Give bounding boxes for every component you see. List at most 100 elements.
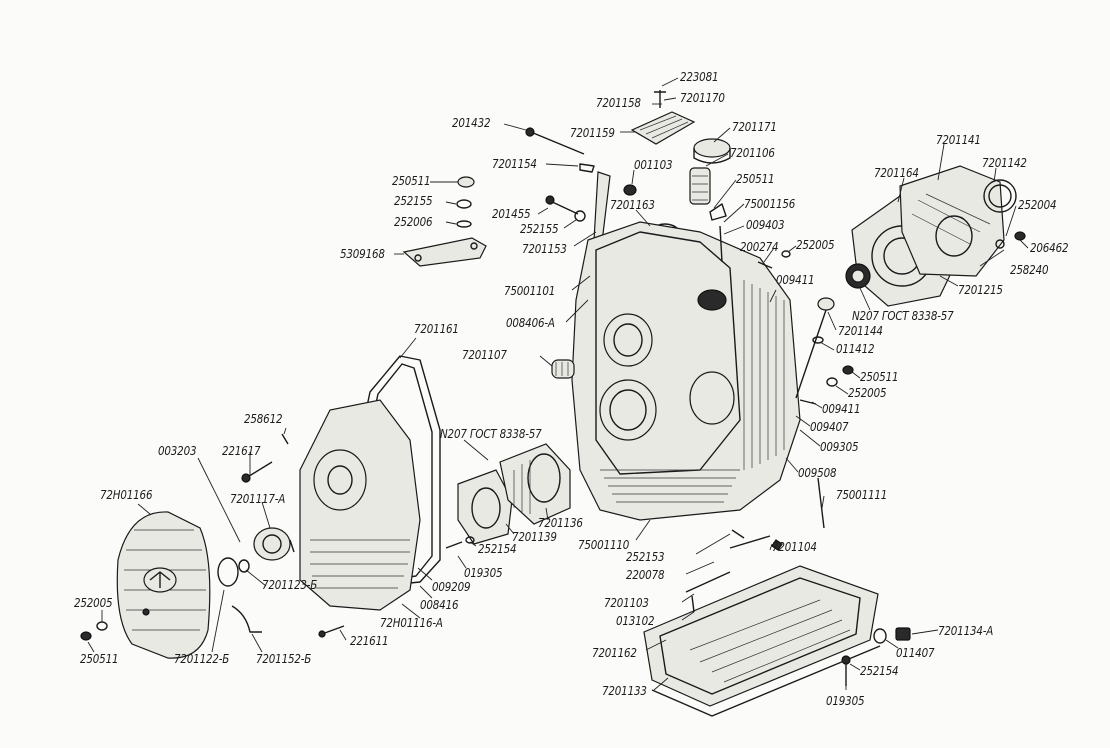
label-n207-gost-left: N207 ГОСТ 8338-57 — [440, 427, 542, 441]
label-009407: 009407 — [810, 420, 849, 434]
label-250511-c: 250511 — [860, 370, 899, 384]
label-72H01166: 72Н01166 — [100, 488, 153, 502]
cap-7201171 — [693, 138, 731, 164]
washers-250511-252005 — [799, 365, 854, 405]
label-008416: 008416 — [420, 598, 459, 612]
label-252154-b: 252154 — [860, 664, 899, 678]
label-252004: 252004 — [1018, 198, 1057, 212]
label-7201107: 7201107 — [462, 348, 507, 362]
crankcase-75001101 — [571, 221, 801, 521]
oil-pan-7201133 — [643, 565, 879, 707]
label-n207-gost-right: N207 ГОСТ 8338-57 — [852, 309, 954, 323]
label-7201158: 7201158 — [596, 96, 641, 110]
outer-cover-72H01166 — [116, 511, 211, 659]
label-252005-c: 252005 — [74, 596, 113, 610]
label-009209: 009209 — [432, 580, 471, 594]
label-7201133: 7201133 — [602, 684, 647, 698]
label-009411-a: 009411 — [776, 273, 815, 287]
dipstick-7201144 — [795, 297, 835, 399]
seal-ring-7201142 — [983, 179, 1017, 213]
filter-7201106 — [689, 167, 711, 205]
label-7201152-B: 7201152-Б — [256, 652, 312, 666]
bearing-7201107 — [551, 359, 575, 379]
label-252155-a: 252155 — [394, 194, 433, 208]
cover-plate-7201159 — [630, 90, 696, 145]
label-7201134-A: 7201134-А — [938, 624, 994, 638]
label-220078: 220078 — [626, 568, 665, 582]
label-252154-a: 252154 — [478, 542, 517, 556]
label-75001156: 75001156 — [744, 197, 796, 211]
ball-bearing-n207-right — [845, 263, 871, 289]
label-201432: 201432 — [452, 116, 491, 130]
label-252006: 252006 — [394, 215, 433, 229]
bearing-7201117-A — [253, 527, 295, 561]
label-250511-d: 250511 — [80, 652, 119, 666]
leader-lines — [87, 77, 1029, 691]
label-7201171: 7201171 — [732, 120, 777, 134]
rods-center — [685, 477, 825, 613]
label-7201153: 7201153 — [522, 242, 567, 256]
label-7201162: 7201162 — [592, 646, 637, 660]
label-009508: 009508 — [798, 466, 837, 480]
bolt-201455 — [545, 195, 586, 222]
washers-bottom-left — [80, 621, 108, 641]
label-009403: 009403 — [746, 218, 785, 232]
bearing-housing-7201139 — [457, 469, 513, 545]
drain-plug-7201134-A — [841, 627, 911, 686]
label-7201103: 7201103 — [604, 596, 649, 610]
label-019305-b: 019305 — [826, 694, 865, 708]
label-258240: 258240 — [1010, 263, 1049, 277]
label-252155-b: 252155 — [520, 222, 559, 236]
label-75001110: 75001110 — [578, 538, 630, 552]
bolt-201432 — [525, 127, 585, 155]
label-7201136: 7201136 — [538, 516, 583, 530]
label-7201215: 7201215 — [958, 283, 1003, 297]
bearing-housing-7201136 — [499, 443, 571, 525]
label-011407: 011407 — [896, 646, 935, 660]
label-252153: 252153 — [626, 550, 665, 564]
gasket-7201162 — [651, 645, 881, 717]
label-7201144: 7201144 — [838, 324, 883, 338]
label-7201159: 7201159 — [570, 126, 615, 140]
label-7201122-B: 7201122-Б — [174, 652, 230, 666]
label-250511-b: 250511 — [736, 172, 775, 186]
label-223081: 223081 — [680, 70, 719, 84]
label-7201123-B: 7201123-Б — [262, 578, 318, 592]
label-221617: 221617 — [222, 444, 261, 458]
label-75001101: 75001101 — [504, 284, 556, 298]
label-252005-a: 252005 — [796, 238, 835, 252]
label-7201164: 7201164 — [874, 166, 919, 180]
label-7201117-A: 7201117-А — [230, 492, 286, 506]
ring-7201123-B — [217, 557, 250, 587]
label-011412: 011412 — [836, 342, 875, 356]
label-5309168: 5309168 — [340, 247, 385, 261]
label-7201104: 7201104 — [772, 540, 817, 554]
label-250511-a: 250511 — [392, 174, 431, 188]
small-washers-right — [995, 231, 1026, 249]
label-7201142: 7201142 — [982, 156, 1027, 170]
bolt-221611 — [318, 625, 345, 638]
label-009411-b: 009411 — [822, 402, 861, 416]
label-009305: 009305 — [820, 440, 859, 454]
label-258612: 258612 — [244, 412, 283, 426]
small-fittings-center — [579, 163, 791, 269]
label-7201106: 7201106 — [730, 146, 775, 160]
label-013102: 013102 — [616, 614, 655, 628]
lever-7201152-B — [231, 605, 262, 633]
label-221611: 221611 — [350, 634, 389, 648]
label-75001111: 75001111 — [836, 488, 888, 502]
bracket-5309168 — [402, 237, 487, 267]
label-001103: 001103 — [634, 158, 673, 172]
small-bolt-019305 — [445, 536, 475, 549]
label-003203: 003203 — [158, 444, 197, 458]
label-72H01116-A: 72Н01116-А — [380, 616, 443, 630]
front-cover-72H01116-A — [299, 399, 421, 611]
label-7201154: 7201154 — [492, 157, 537, 171]
label-201455: 201455 — [492, 207, 531, 221]
side-housing-7201141 — [899, 165, 1005, 277]
label-7201139: 7201139 — [512, 530, 557, 544]
label-008406-A: 008406-А — [506, 316, 555, 330]
label-200274: 200274 — [740, 240, 779, 254]
